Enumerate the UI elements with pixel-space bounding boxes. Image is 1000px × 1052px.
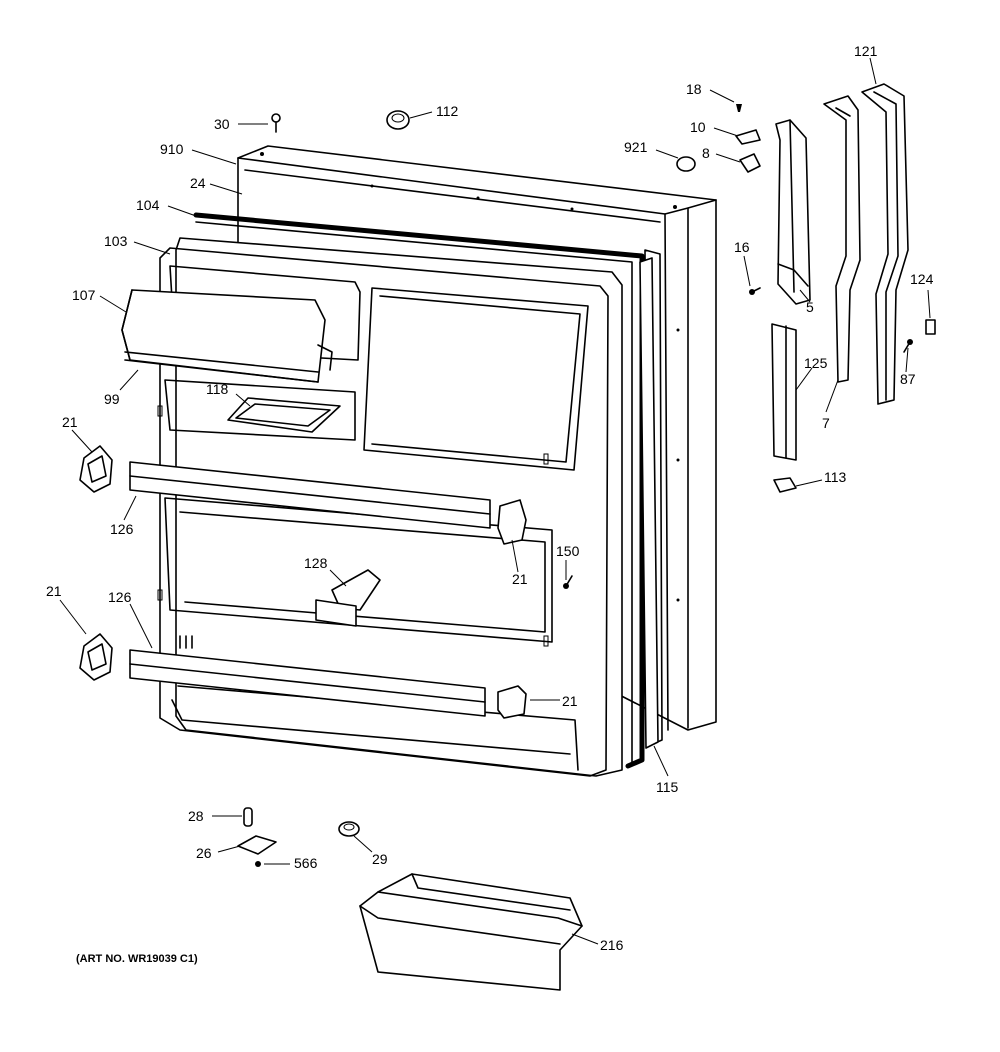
label-921: 921 [624,139,648,155]
label-104: 104 [136,197,160,213]
butter-compartment-door [121,289,333,383]
cap-124 [925,319,936,335]
screw-18 [736,104,742,112]
screw-150 [563,575,573,589]
label-125: 125 [804,355,828,371]
egg-tray [227,397,341,433]
label-99: 99 [104,391,120,407]
plate-26 [237,835,277,855]
label-566: 566 [294,855,318,871]
label-126-upper: 126 [110,521,134,537]
label-24: 24 [190,175,206,191]
label-21-upper-left: 21 [62,414,78,430]
part-labels: 30 112 910 24 104 103 107 99 118 21 126 … [46,43,934,965]
handle-121 [861,83,909,405]
label-115: 115 [656,779,679,795]
screw-566 [255,861,261,867]
screw-87 [903,339,913,353]
label-107: 107 [72,287,96,303]
label-21-right-upper: 21 [512,571,528,587]
art-number: (ART NO. WR19039 C1) [76,953,198,965]
label-21-lower-left: 21 [46,583,62,599]
door-bin-216 [359,873,583,991]
label-10: 10 [690,119,706,135]
label-28: 28 [188,808,204,824]
label-21-right-lower: 21 [562,693,578,709]
shelf-clip-right-lower [497,685,527,719]
hinge-bracket-5 [775,119,811,305]
hinge-pin-10 [735,129,761,145]
label-124: 124 [910,271,934,287]
label-216: 216 [600,937,624,953]
spacer-8 [739,153,761,173]
leader-lines [59,57,931,945]
shelf-bar-lower [129,649,486,717]
label-7: 7 [822,415,830,431]
label-29: 29 [372,851,388,867]
screw-16 [749,287,761,295]
label-121: 121 [854,43,878,59]
shelf-bracket [315,569,381,627]
bushing-921 [676,156,696,172]
hinge-cover-7 [823,95,861,383]
shelf-clip-right-upper [497,499,527,545]
bushing-29 [338,821,360,837]
label-16: 16 [734,239,750,255]
door-divider-strip [639,257,659,749]
label-18: 18 [686,81,702,97]
label-126-lower: 126 [108,589,132,605]
pin-28 [243,807,253,827]
cap-113 [773,477,797,493]
plug-112 [386,110,410,130]
label-150: 150 [556,543,580,559]
label-128: 128 [304,555,328,571]
shelf-bar-upper [129,461,491,529]
shelf-clip-left-upper [79,445,113,493]
label-5: 5 [806,299,814,315]
label-8: 8 [702,145,710,161]
label-26: 26 [196,845,212,861]
screw-30 [271,113,281,133]
label-87: 87 [900,371,916,387]
trim-strip-125 [771,323,797,461]
label-118: 118 [206,381,229,397]
label-113: 113 [824,469,847,485]
label-30: 30 [214,116,230,132]
label-910: 910 [160,141,184,157]
label-112: 112 [436,103,459,119]
shelf-clip-left-lower [79,633,113,681]
label-103: 103 [104,233,128,249]
